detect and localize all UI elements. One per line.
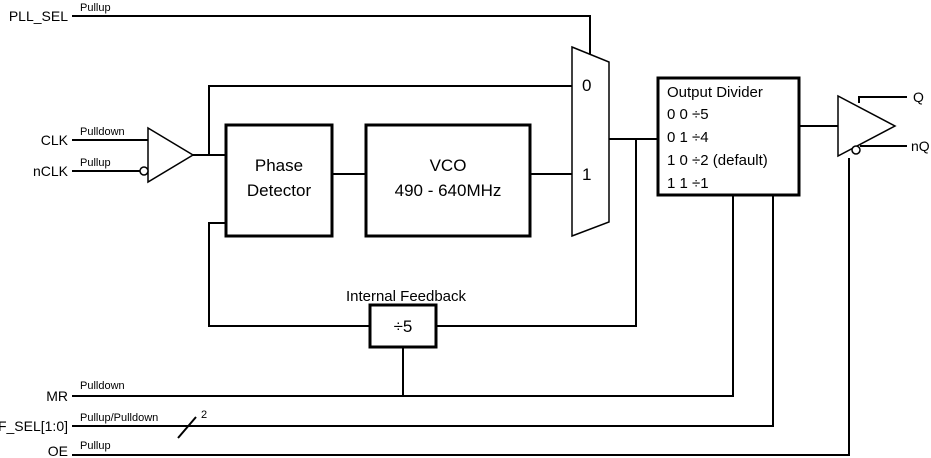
q-output-label: Q [913,89,924,105]
pll-sel-pin-label: PLL_SEL [9,8,68,24]
feedback-wire-left [208,222,370,327]
output-divider-row: 1 0 ÷2 (default) [667,152,768,169]
vco-frequency-range: 490 - 640MHz [395,181,502,200]
output-divider-row: 1 1 ÷1 [667,175,709,192]
phase-detector-block [224,123,334,238]
clk-pin-label: CLK [41,132,69,148]
output-enable-bubble [851,145,861,155]
nq-output-label: nQ [911,138,930,154]
clk-resistor-label: Pulldown [80,126,125,138]
q-wire [858,96,907,103]
f-sel-wire [72,195,774,427]
output-divider-row: 0 0 ÷5 [667,106,709,123]
nclk-pin-label: nCLK [33,163,69,179]
mr-wire [72,195,734,397]
f-sel-bus-slash [177,416,197,439]
mux-input-0-label: 0 [582,76,591,95]
output-buffer [837,94,897,158]
pll-sel-wire [72,15,591,56]
mux-input-1-label: 1 [582,165,591,184]
mux [571,45,610,238]
nclk-resistor-label: Pullup [80,157,111,169]
output-divider-row: 0 1 ÷4 [667,129,709,146]
feedback-divider-label: ÷5 [394,317,413,336]
oe-wire [72,158,850,456]
oe-pin-label: OE [48,443,68,458]
f-sel-pin-label: F_SEL[1:0] [0,418,68,434]
phase-detector-label-line1: Phase [255,156,303,175]
f-sel-bus-width-label: 2 [201,409,207,421]
vco-block [364,123,532,238]
feedback-divider-block [368,303,438,349]
mr-pin-label: MR [46,388,68,404]
pll-sel-resistor-label: Pullup [80,2,111,14]
nclk-inversion-bubble [139,166,149,176]
oe-resistor-label: Pullup [80,440,111,452]
f-sel-resistor-label: Pullup/Pulldown [80,412,158,424]
output-divider-title: Output Divider [667,84,763,101]
vco-label: VCO [430,156,467,175]
mr-resistor-label: Pulldown [80,380,125,392]
output-divider-block [656,76,801,197]
internal-feedback-label: Internal Feedback [346,288,467,305]
bypass-wire [208,85,572,155]
phase-detector-label-line2: Detector [247,181,312,200]
input-buffer [147,126,195,184]
feedback-wire-right [436,139,637,327]
